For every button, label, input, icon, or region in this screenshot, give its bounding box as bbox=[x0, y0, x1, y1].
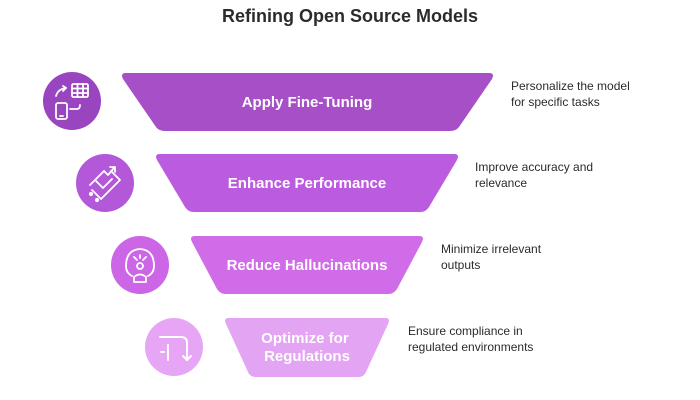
funnel-layer-4 bbox=[225, 318, 389, 377]
icon-circle-1 bbox=[43, 72, 101, 130]
funnel-stage-optimize-for-regulations: Optimize for Regulations bbox=[225, 318, 389, 377]
stage-label-2: Enhance Performance bbox=[228, 175, 386, 192]
funnel-layer-1 bbox=[122, 73, 493, 131]
stage-description-2-line-1: Improve accuracy and bbox=[475, 160, 594, 174]
device-swap-icon bbox=[43, 72, 101, 130]
stage-description-4-line-2: regulated environments bbox=[408, 340, 534, 354]
stage-label-2-line-1: Enhance Performance bbox=[228, 175, 386, 192]
stage-description-3: Minimize irrelevant outputs bbox=[441, 241, 541, 273]
stage-label-3: Reduce Hallucinations bbox=[227, 257, 388, 274]
stage-description-4-line-1: Ensure compliance in bbox=[408, 324, 523, 338]
routing-icon bbox=[145, 318, 203, 376]
stage-label-4-line-2: Regulations bbox=[264, 348, 350, 365]
funnel-stage-apply-fine-tuning: Apply Fine-Tuning bbox=[122, 73, 493, 131]
stage-description-1-line-1: Personalize the model bbox=[511, 79, 630, 93]
icon-circle-2 bbox=[76, 154, 134, 212]
funnel-stage-reduce-hallucinations: Reduce Hallucinations bbox=[191, 236, 423, 294]
stage-label-4: Optimize for Regulations bbox=[261, 330, 353, 365]
funnel-layer-2 bbox=[156, 154, 458, 212]
stage-description-3-line-2: outputs bbox=[441, 258, 481, 272]
stage-label-4-line-1: Optimize for bbox=[261, 330, 349, 347]
growth-arrow-icon bbox=[76, 154, 134, 212]
icon-circle-3 bbox=[111, 236, 169, 294]
stage-label-1-line-1: Apply Fine-Tuning bbox=[242, 94, 373, 111]
diagram-title: Refining Open Source Models bbox=[221, 6, 479, 26]
stage-description-4: Ensure compliance in regulated environme… bbox=[408, 323, 533, 355]
stage-description-1-line-2: for specific tasks bbox=[511, 95, 600, 109]
clear-mind-icon bbox=[111, 236, 169, 294]
stage-label-1: Apply Fine-Tuning bbox=[242, 94, 373, 111]
funnel-stage-enhance-performance: Enhance Performance bbox=[156, 154, 458, 212]
funnel-layer-3 bbox=[191, 236, 423, 294]
stage-label-3-line-1: Reduce Hallucinations bbox=[227, 257, 388, 274]
icon-circle-4 bbox=[145, 318, 203, 376]
stage-description-2: Improve accuracy and relevance bbox=[475, 159, 593, 191]
stage-description-3-line-1: Minimize irrelevant bbox=[441, 242, 542, 256]
stage-description-2-line-2: relevance bbox=[475, 176, 528, 190]
stage-description-1: Personalize the model for specific tasks bbox=[511, 78, 630, 110]
